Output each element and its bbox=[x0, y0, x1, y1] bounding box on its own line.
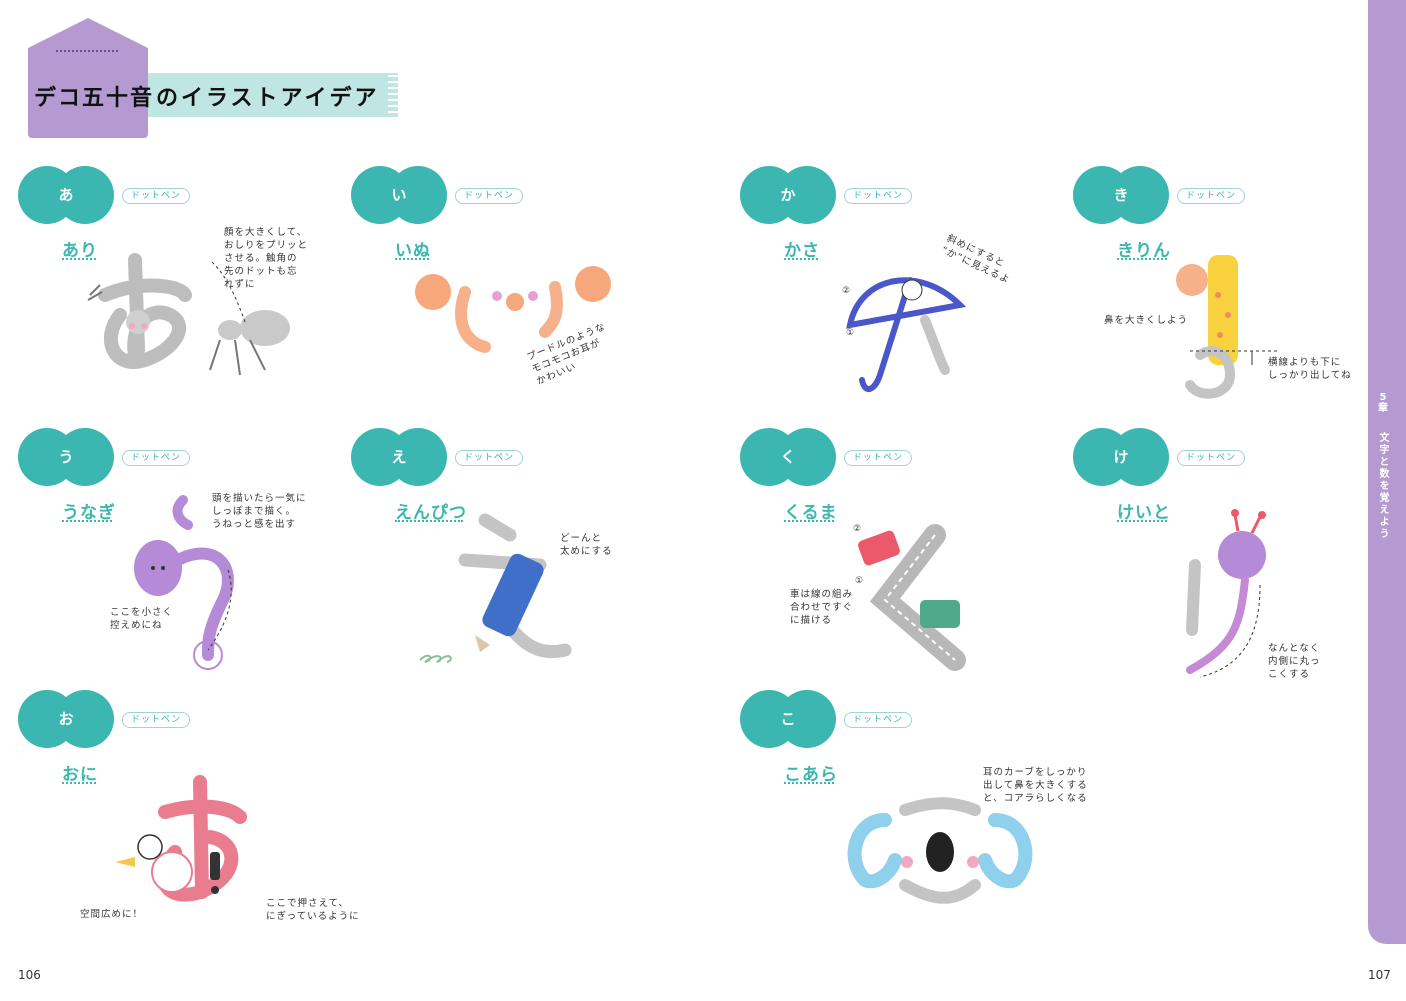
word-underline bbox=[395, 258, 429, 260]
word-label: かさ bbox=[784, 241, 820, 261]
title-dotted-line bbox=[56, 50, 118, 52]
step-marker: ① bbox=[855, 576, 863, 586]
word-label: いぬ bbox=[395, 241, 431, 261]
umbrella-illustration: ② ① bbox=[842, 277, 967, 392]
annotation: 車は線の組み合わせですぐに描ける bbox=[790, 589, 854, 626]
kana-badge-ki: き bbox=[1073, 166, 1169, 224]
kana-badge-a: あ bbox=[18, 166, 114, 224]
step-marker: ② bbox=[842, 286, 850, 296]
step-marker: ② bbox=[853, 524, 861, 534]
pen-tag: ドットペン bbox=[1177, 450, 1246, 466]
annotation: どーんと太めにする bbox=[560, 533, 613, 557]
word-label: くるま bbox=[784, 503, 838, 523]
word-label: けいと bbox=[1117, 503, 1171, 523]
car-illustration: ② ① bbox=[853, 524, 966, 671]
word-underline bbox=[62, 258, 96, 260]
annotation: なんとなく内側に丸っこくする bbox=[1268, 643, 1321, 680]
pen-tag: ドットペン bbox=[122, 450, 191, 466]
kana-badge-ku: く bbox=[740, 428, 836, 486]
page-number-left: 106 bbox=[18, 968, 41, 982]
word-underline bbox=[62, 782, 96, 784]
word-underline bbox=[395, 520, 463, 522]
word-underline bbox=[1117, 520, 1167, 522]
word-underline bbox=[1117, 258, 1167, 260]
pen-tag: ドットペン bbox=[844, 188, 913, 204]
word-label: あり bbox=[62, 241, 98, 261]
eel-illustration bbox=[134, 495, 234, 670]
dog-illustration bbox=[415, 266, 611, 353]
word-underline bbox=[784, 782, 834, 784]
annotation: 頭を描いたら一気にしっぽまで描く。うねっと感を出す bbox=[212, 493, 307, 530]
word-underline bbox=[62, 520, 112, 522]
pen-tag: ドットペン bbox=[455, 188, 524, 204]
annotation: 顔を大きくして、おしりをプリッとさせる。触角の先のドットも忘れずに bbox=[224, 227, 309, 290]
kana-badge-i: い bbox=[351, 166, 447, 224]
annotation: 空間広めに！ bbox=[80, 909, 144, 920]
word-underline bbox=[784, 520, 834, 522]
title-band bbox=[148, 73, 398, 117]
word-label: おに bbox=[62, 765, 98, 785]
step-marker: ① bbox=[846, 328, 854, 338]
pen-tag: ドットペン bbox=[844, 712, 913, 728]
pencil-illustration bbox=[419, 513, 572, 663]
pen-tag: ドットペン bbox=[455, 450, 524, 466]
kana-badge-ke: け bbox=[1073, 428, 1169, 486]
pen-tag: ドットペン bbox=[122, 712, 191, 728]
annotation: 耳のカーブをしっかり出して鼻を大きくすると、コアラらしくなる bbox=[983, 767, 1088, 804]
annotation: ここで押さえて、にぎっているように bbox=[266, 898, 360, 922]
annotation: 横線よりも下にしっかり出してね bbox=[1268, 357, 1352, 381]
word-label: きりん bbox=[1117, 241, 1171, 261]
chapter-title: 文字と数を覚えよう bbox=[1377, 432, 1388, 540]
annotation: 鼻を大きくしよう bbox=[1104, 315, 1189, 326]
chapter-side-tab bbox=[1368, 0, 1406, 944]
word-label: こあら bbox=[784, 765, 838, 785]
title-tab-shape bbox=[28, 18, 148, 138]
kana-badge-o: お bbox=[18, 690, 114, 748]
word-label: えんぴつ bbox=[395, 503, 467, 523]
page-number-right: 107 bbox=[1368, 968, 1391, 982]
ant-illustration bbox=[87, 253, 290, 376]
word-underline bbox=[784, 258, 818, 260]
pen-tag: ドットペン bbox=[1177, 188, 1246, 204]
giraffe-illustration bbox=[1176, 255, 1280, 399]
annotation: ここを小さく控えめにね bbox=[110, 607, 174, 631]
yarn-illustration bbox=[1186, 509, 1266, 678]
kana-badge-ko: こ bbox=[740, 690, 836, 748]
pen-tag: ドットペン bbox=[844, 450, 913, 466]
page-title-main: デコ五十音 bbox=[34, 86, 155, 111]
oni-illustration bbox=[115, 775, 247, 902]
kana-badge-ka: か bbox=[740, 166, 836, 224]
pen-tag: ドットペン bbox=[122, 188, 191, 204]
kana-badge-e: え bbox=[351, 428, 447, 486]
kana-badge-u: う bbox=[18, 428, 114, 486]
word-label: うなぎ bbox=[62, 503, 116, 523]
page-title-sub: のイラストアイデア bbox=[156, 86, 380, 111]
koala-illustration bbox=[847, 797, 1033, 904]
